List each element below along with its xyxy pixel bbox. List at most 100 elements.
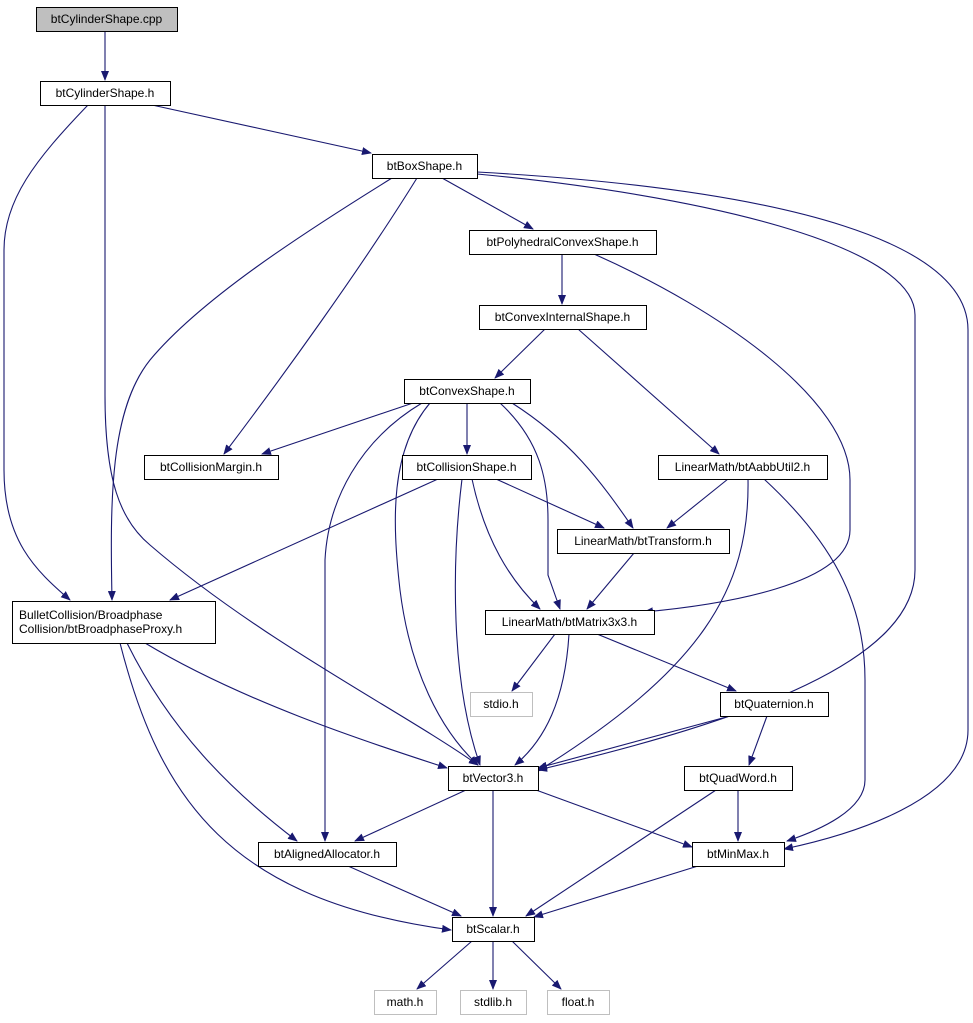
edge-btMatrix3x3_h-to-stdio_h <box>511 633 556 692</box>
node-label: btCollisionShape.h <box>416 460 516 474</box>
edge-btAlignedAllocator_h-to-btScalar_h <box>347 865 462 917</box>
node-btBoxShape-h[interactable]: btBoxShape.h <box>372 154 478 179</box>
node-btAlignedAllocator-h[interactable]: btAlignedAllocator.h <box>258 842 397 867</box>
edge-btBoxShape_h-to-btCollisionMargin_h <box>223 177 418 455</box>
node-box <box>470 692 533 717</box>
edge-btBroadphaseProxy_h-to-btVector3_h <box>144 642 448 770</box>
edge-btTransform_h-to-btMatrix3x3_h <box>586 552 635 610</box>
edge-btMatrix3x3_h-to-btQuaternion_h <box>596 633 737 692</box>
edge-btConvexShape_h-to-btMatrix3x3_h <box>499 402 561 610</box>
edge-line <box>511 402 634 529</box>
edge-line <box>119 642 452 933</box>
node-label: btAlignedAllocator.h <box>274 847 380 861</box>
node-box <box>692 842 785 867</box>
edge-btConvexShape_h-to-btVector3_h <box>394 402 479 766</box>
node-label: btMinMax.h <box>707 847 769 861</box>
node-btConvexInternalShape-h[interactable]: btConvexInternalShape.h <box>479 305 647 330</box>
node-box <box>684 766 793 791</box>
edge-line <box>537 715 731 770</box>
edge-btAabbUtil2_h-to-btMinMax_h <box>763 478 866 842</box>
node-btBroadphaseProxy-h[interactable]: BulletCollision/BroadphaseCollision/btBr… <box>12 601 216 644</box>
edge-line <box>596 633 737 692</box>
edge-btCylinderShape_h-to-btBroadphaseProxy_h <box>3 104 89 601</box>
node-btCollisionMargin-h[interactable]: btCollisionMargin.h <box>144 455 279 480</box>
node-btMinMax-h[interactable]: btMinMax.h <box>692 842 785 867</box>
edge-line <box>511 633 556 692</box>
node-label: BulletCollision/Broadphase <box>19 608 163 622</box>
edge-btCylinderShape_h-to-btBoxShape_h <box>151 104 372 155</box>
node-btCylinderShape-cpp[interactable]: btCylinderShape.cpp <box>36 7 178 32</box>
edge-btMinMax_h-to-btScalar_h <box>533 865 699 919</box>
edge-btConvexInternalShape_h-to-btAabbUtil2_h <box>577 328 720 455</box>
edge-line <box>104 105 479 766</box>
edge-line <box>499 402 561 610</box>
node-btCylinderShape-h[interactable]: btCylinderShape.h <box>40 81 171 106</box>
node-btScalar-h[interactable]: btScalar.h <box>452 917 535 942</box>
edge-line <box>471 478 541 610</box>
edge-line <box>441 177 534 230</box>
edge-btBroadphaseProxy_h-to-btAlignedAllocator_h <box>126 642 298 842</box>
node-btTransform-h[interactable]: LinearMath/btTransform.h <box>557 529 730 554</box>
edge-line <box>763 478 866 842</box>
node-box <box>12 601 216 644</box>
edge-btQuaternion_h-to-btVector3_h <box>537 715 731 770</box>
edge-btVector3_h-to-btMinMax_h <box>535 789 693 848</box>
edge-btScalar_h-to-math_h <box>416 940 473 990</box>
edge-btBoxShape_h-to-btBroadphaseProxy_h <box>107 177 393 601</box>
node-box <box>402 455 532 480</box>
node-btConvexShape-h[interactable]: btConvexShape.h <box>404 379 531 404</box>
node-btQuadWord-h[interactable]: btQuadWord.h <box>684 766 793 791</box>
node-btVector3-h[interactable]: btVector3.h <box>448 766 539 791</box>
edge-line <box>514 633 570 766</box>
edge-line <box>533 865 699 919</box>
edge-line <box>144 642 448 770</box>
edge-btBoxShape_h-to-btMinMax_h <box>476 171 969 852</box>
edge-line <box>126 642 298 842</box>
node-btMatrix3x3-h[interactable]: LinearMath/btMatrix3x3.h <box>485 610 655 635</box>
node-btCollisionShape-h[interactable]: btCollisionShape.h <box>402 455 532 480</box>
edge-line <box>416 940 473 990</box>
node-box <box>460 990 527 1015</box>
edge-line <box>261 402 414 455</box>
edge-btAabbUtil2_h-to-btTransform_h <box>666 478 729 529</box>
edge-btQuaternion_h-to-btQuadWord_h <box>748 715 768 766</box>
node-label: btBoxShape.h <box>387 159 462 173</box>
edge-line <box>525 789 717 917</box>
node-box <box>479 305 647 330</box>
node-label: LinearMath/btMatrix3x3.h <box>502 615 637 629</box>
node-label: LinearMath/btTransform.h <box>574 534 712 548</box>
node-btAabbUtil2-h[interactable]: LinearMath/btAabbUtil2.h <box>658 455 828 480</box>
edge-btCollisionShape_h-to-btBroadphaseProxy_h <box>169 478 439 601</box>
edge-btVector3_h-to-btAlignedAllocator_h <box>354 789 467 842</box>
node-box <box>485 610 655 635</box>
node-box <box>372 154 478 179</box>
edge-line <box>535 789 693 848</box>
node-btPolyhedralConvexShape-h[interactable]: btPolyhedralConvexShape.h <box>469 230 657 255</box>
node-label: btQuadWord.h <box>699 771 777 785</box>
nodes-layer: btCylinderShape.cpp btCylinderShape.h btBo… <box>12 7 829 1015</box>
edge-btCollisionShape_h-to-btTransform_h <box>495 478 605 529</box>
edge-line <box>593 253 851 616</box>
node-label: btVector3.h <box>463 771 524 785</box>
edge-btConvexShape_h-to-btAlignedAllocator_h <box>321 402 423 842</box>
edge-line <box>494 328 546 379</box>
node-box <box>658 455 828 480</box>
edge-btCollisionShape_h-to-btMatrix3x3_h <box>471 478 541 610</box>
node-label: Collision/btBroadphaseProxy.h <box>19 622 182 636</box>
node-label: stdio.h <box>483 697 518 711</box>
edge-line <box>666 478 729 529</box>
node-btQuaternion-h[interactable]: btQuaternion.h <box>720 692 829 717</box>
edge-line <box>586 552 635 610</box>
edge-line <box>511 940 562 990</box>
edge-btConvexInternalShape_h-to-btConvexShape_h <box>494 328 546 379</box>
edge-btConvexShape_h-to-btTransform_h <box>511 402 634 529</box>
edge-line <box>394 402 479 766</box>
edge-line <box>537 478 749 772</box>
edge-line <box>169 478 439 601</box>
node-box <box>144 455 279 480</box>
node-label: btScalar.h <box>466 922 519 936</box>
node-label: float.h <box>562 995 595 1009</box>
edge-line <box>223 177 418 455</box>
node-box <box>452 917 535 942</box>
